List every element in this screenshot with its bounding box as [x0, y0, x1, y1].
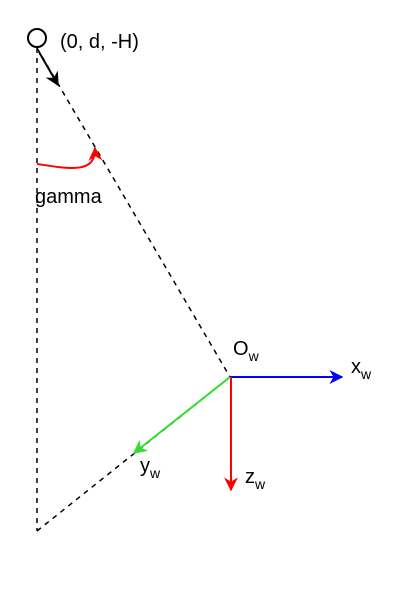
x-axis-label-main: x: [351, 356, 361, 378]
origin-label: Ow: [233, 338, 260, 364]
line-of-sight-dashed: [36, 47, 231, 378]
ground-dashed-line: [36, 376, 231, 532]
y-axis-label-main: y: [140, 455, 150, 477]
y-axis-arrow: [132, 376, 231, 454]
z-axis-label: zw: [245, 466, 266, 492]
view-direction-arrow: [38, 51, 59, 87]
gamma-angle-arc: [36, 146, 103, 170]
camera-point-label: (0, d, -H): [60, 31, 139, 53]
x-axis-label: xw: [351, 356, 372, 382]
origin-label-sub: w: [248, 348, 260, 364]
z-axis-label-main: z: [245, 466, 255, 488]
y-axis-label-sub: w: [149, 465, 161, 481]
z-axis-label-sub: w: [254, 476, 266, 492]
camera-point-circle: [27, 28, 47, 48]
gamma-label: gamma: [35, 186, 103, 208]
y-axis-label: yw: [140, 455, 161, 481]
x-axis-label-sub: w: [360, 366, 372, 382]
origin-label-main: O: [233, 338, 249, 360]
